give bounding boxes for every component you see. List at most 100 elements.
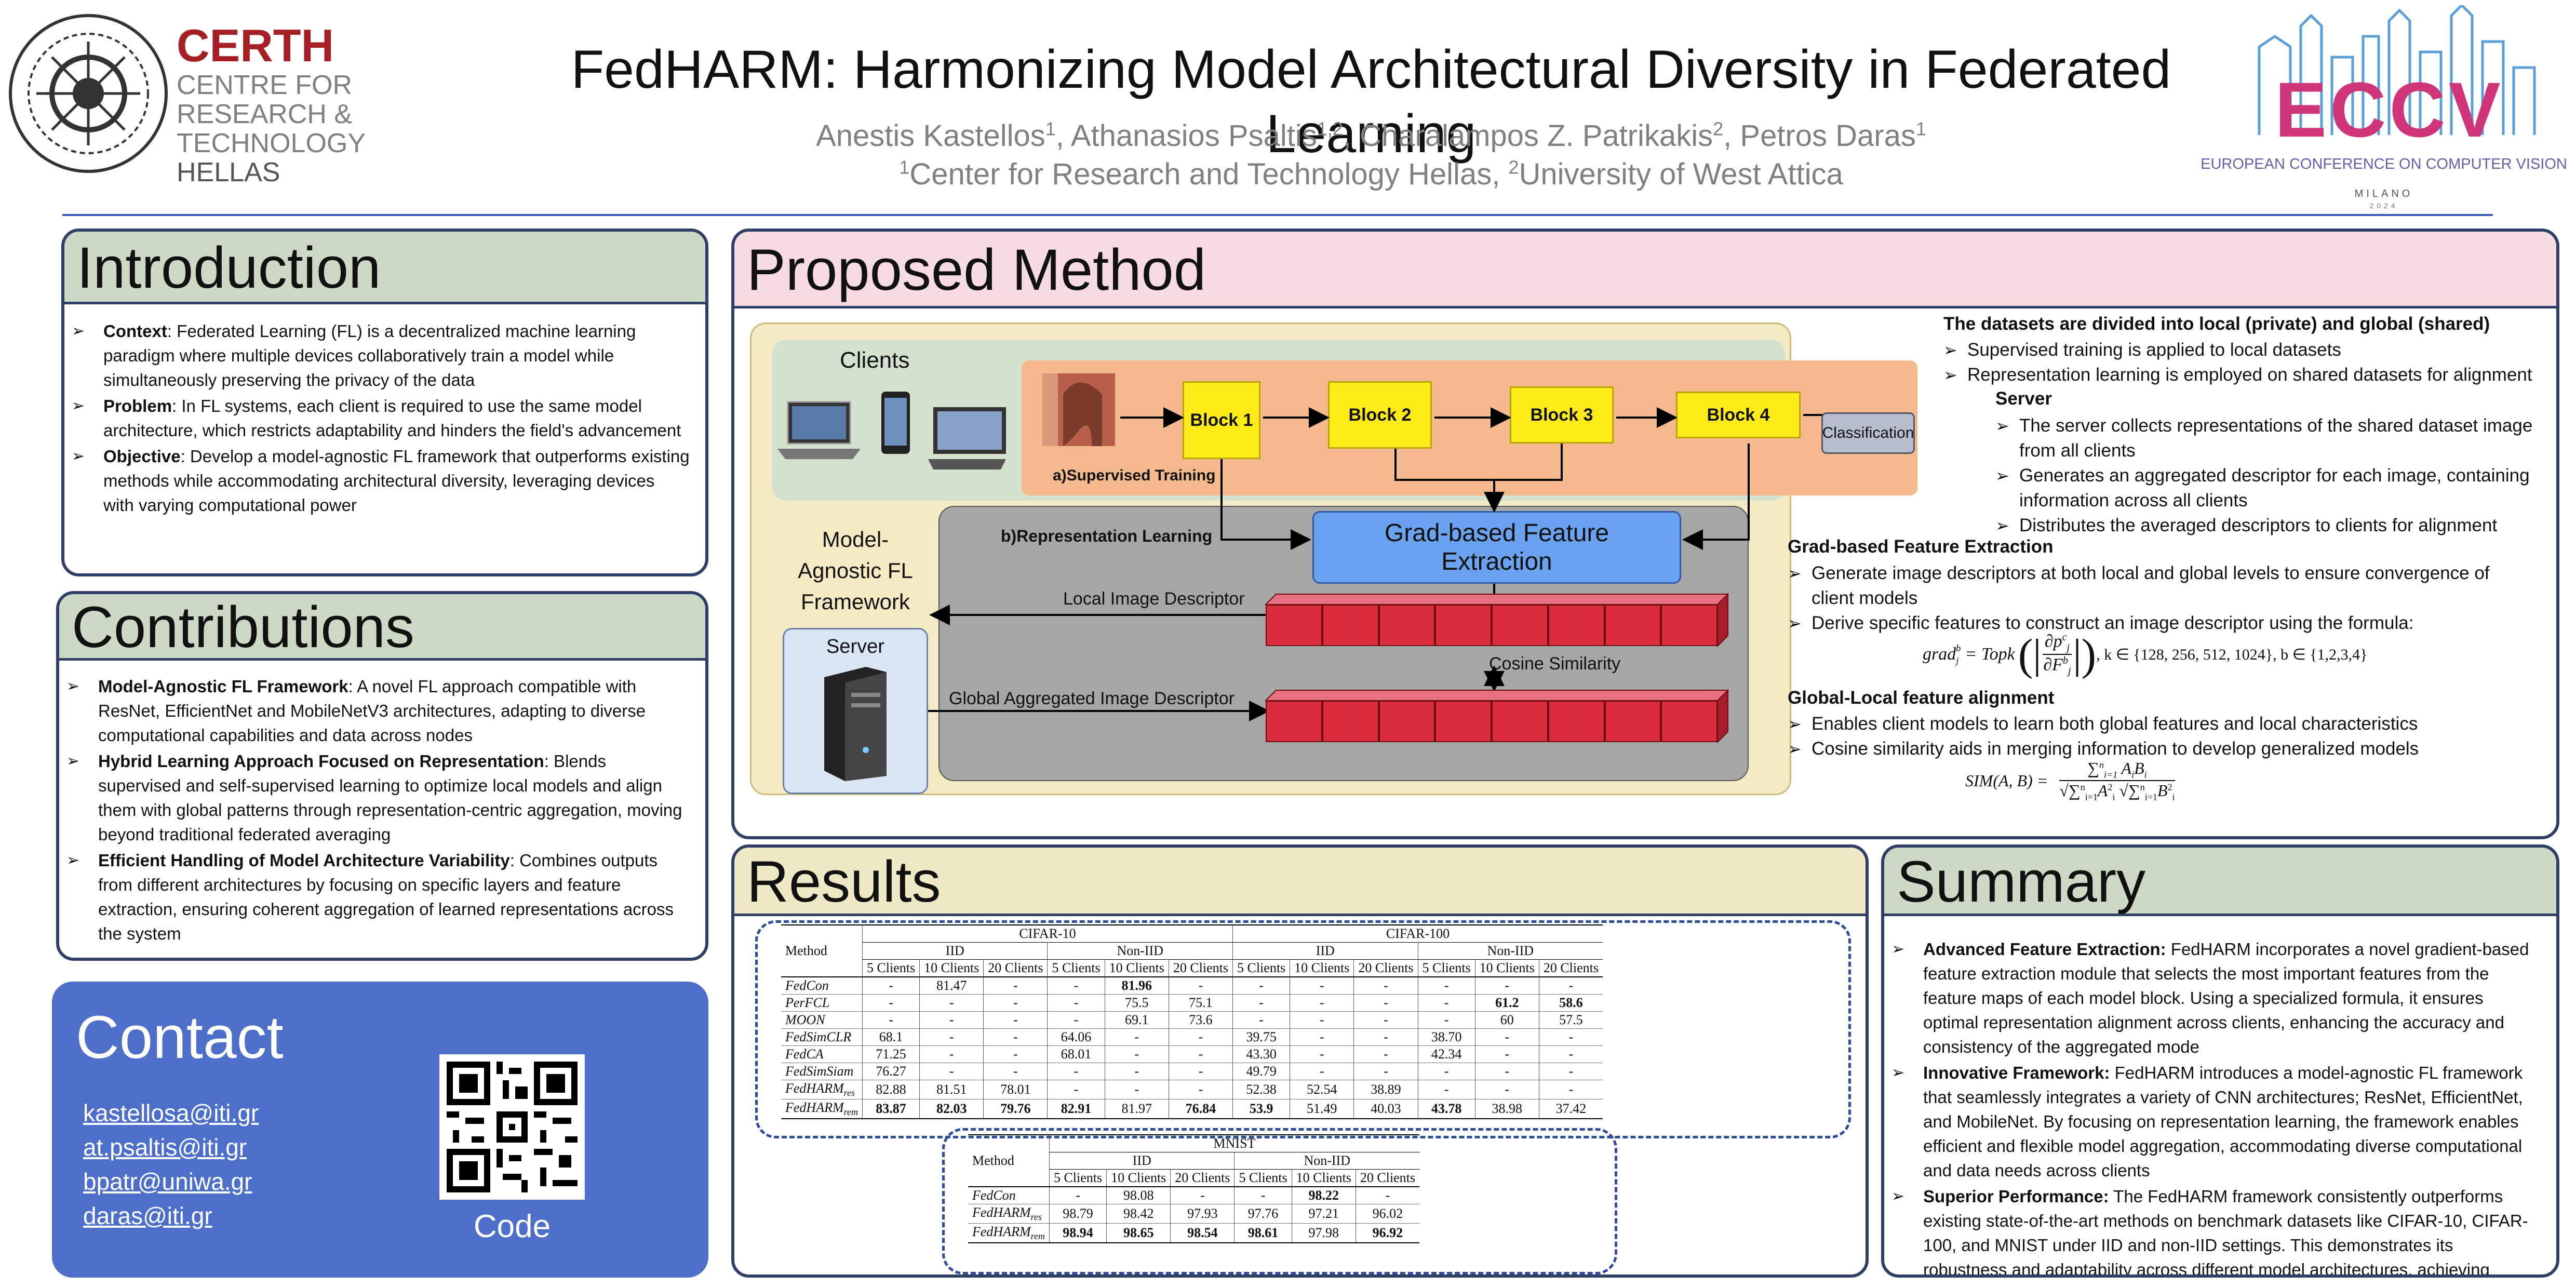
qr-code[interactable] bbox=[439, 1054, 585, 1200]
method-name: FedHARM bbox=[785, 1081, 844, 1096]
email-link[interactable]: daras@iti.gr bbox=[83, 1202, 212, 1229]
author-affiliation-mark: 1 bbox=[1045, 118, 1056, 140]
table-cell: - bbox=[919, 1063, 984, 1080]
introduction-list: Context: Federated Learning (FL) is a de… bbox=[64, 304, 705, 517]
table-cell: 38.70 bbox=[1417, 1028, 1475, 1046]
item-label: Advanced Feature Extraction: bbox=[1923, 940, 2166, 959]
eccv-subtitle: EUROPEAN CONFERENCE ON COMPUTER VISION bbox=[2201, 156, 2567, 172]
item-text: : A novel FL approach compatible with Re… bbox=[98, 677, 646, 745]
email-link[interactable]: bpatr@uniwa.gr bbox=[83, 1168, 252, 1195]
method-panel: Proposed Method Clients Block 1 Block 2 … bbox=[731, 229, 2559, 839]
list-item: The server collects representations of t… bbox=[1995, 413, 2556, 463]
table-cell: 81.97 bbox=[1104, 1099, 1169, 1120]
table-cell: 51.49 bbox=[1290, 1099, 1354, 1120]
table-cell: - bbox=[1047, 1079, 1105, 1099]
author-separator: , bbox=[1723, 119, 1740, 153]
table-cell: - bbox=[1538, 1028, 1603, 1046]
sim-sum-1: ∑ bbox=[2087, 759, 2099, 777]
sim-two-2: 2 bbox=[2167, 782, 2172, 793]
certh-line3: HELLAS bbox=[177, 157, 280, 187]
email-link[interactable]: at.psaltis@iti.gr bbox=[83, 1134, 247, 1161]
contact-email-list: kastellosa@iti.gr at.psaltis@iti.gr bpat… bbox=[83, 1096, 259, 1233]
method-cell: PerFCL bbox=[781, 994, 863, 1012]
certh-logo bbox=[5, 10, 171, 177]
list-item: Innovative Framework: FedHARM introduces… bbox=[1884, 1061, 2530, 1183]
table-cell: 97.98 bbox=[1291, 1223, 1356, 1244]
table-cell: 97.93 bbox=[1170, 1203, 1235, 1224]
method-cell: FedHARMrem bbox=[781, 1099, 863, 1120]
sim-idx-3: i=1 bbox=[2144, 791, 2157, 802]
table-cell: 40.03 bbox=[1353, 1099, 1418, 1120]
table-cell: - bbox=[1290, 994, 1354, 1012]
email-link[interactable]: kastellosa@iti.gr bbox=[83, 1099, 259, 1126]
certh-emblem-icon bbox=[9, 14, 168, 173]
list-item: Enables client models to learn both glob… bbox=[1788, 712, 2515, 736]
author-affiliation-mark: 1 bbox=[1915, 118, 1926, 140]
table-cell: 39.75 bbox=[1232, 1028, 1290, 1046]
table-cell: 96.02 bbox=[1355, 1203, 1419, 1224]
sim-idx-1: i=1 bbox=[2103, 769, 2118, 780]
table-cell: 98.54 bbox=[1170, 1223, 1235, 1244]
item-text: : Federated Learning (FL) is a decentral… bbox=[103, 321, 636, 390]
code-label: Code bbox=[473, 1209, 551, 1244]
split-header: IID bbox=[862, 942, 1048, 960]
table-cell: - bbox=[983, 1045, 1048, 1063]
table-cell: - bbox=[1232, 994, 1290, 1012]
affiliation-list: 1Center for Research and Technology Hell… bbox=[467, 157, 2275, 192]
table-cell: 98.65 bbox=[1106, 1223, 1171, 1244]
table-cell: - bbox=[1417, 976, 1475, 995]
table-cell: 37.42 bbox=[1538, 1099, 1603, 1120]
table-cell: 98.94 bbox=[1049, 1223, 1107, 1244]
table-cell: 98.22 bbox=[1291, 1186, 1356, 1204]
contact-panel: Contact kastellosa@iti.gr at.psaltis@iti… bbox=[52, 982, 708, 1278]
method-cell: MOON bbox=[781, 1011, 863, 1029]
clients-header: 5 Clients bbox=[862, 959, 920, 977]
clients-header: 10 Clients bbox=[1291, 1169, 1356, 1187]
table-cell: - bbox=[1474, 1028, 1539, 1046]
global-descriptor-label: Global Aggregated Image Descriptor bbox=[949, 689, 1235, 708]
affiliation-separator: , bbox=[1492, 157, 1509, 192]
sim-i-3: i bbox=[2112, 791, 2115, 802]
table-cell: - bbox=[1232, 976, 1290, 995]
table-cell: 98.42 bbox=[1106, 1203, 1171, 1224]
descriptor-cell bbox=[1661, 701, 1718, 742]
item-label: Context bbox=[103, 321, 167, 341]
table-cell: - bbox=[919, 1011, 984, 1029]
datasets-list: Supervised training is applied to local … bbox=[1943, 338, 2556, 387]
list-item: Representation learning is employed on s… bbox=[1943, 363, 2556, 387]
table-cell: - bbox=[1538, 976, 1603, 995]
table-cell: - bbox=[1104, 1045, 1169, 1063]
table-cell: - bbox=[1474, 1079, 1539, 1099]
sim-sum-3: ∑ bbox=[2128, 781, 2140, 800]
server-label: Server bbox=[826, 636, 884, 658]
sim-sum-2: ∑ bbox=[2068, 781, 2081, 800]
eccv-year: 2024 bbox=[2369, 202, 2398, 210]
item-label: Superior Performance: bbox=[1923, 1187, 2109, 1206]
classification-box: Classification bbox=[1821, 412, 1915, 454]
eccv-city: MILANO bbox=[2354, 188, 2413, 199]
table-cell: - bbox=[1290, 1063, 1354, 1080]
table-cell: 57.5 bbox=[1538, 1011, 1603, 1029]
clients-header: 5 Clients bbox=[1047, 959, 1105, 977]
table-cell: - bbox=[1353, 1011, 1418, 1029]
dataset-header: CIFAR-10 bbox=[862, 924, 1233, 943]
table-cell: - bbox=[1168, 1045, 1233, 1063]
dataset-header: MNIST bbox=[1049, 1134, 1419, 1152]
table-cell: 42.34 bbox=[1417, 1045, 1475, 1063]
formula-den-sup: b bbox=[2062, 655, 2068, 667]
table-cell: - bbox=[1353, 1063, 1418, 1080]
affiliation-name: Center for Research and Technology Hella… bbox=[909, 157, 1492, 192]
formula-den-sub: j bbox=[2068, 665, 2071, 677]
formula-sup: b bbox=[1956, 643, 1961, 654]
affiliation-mark: 1 bbox=[899, 157, 910, 178]
table-cell: - bbox=[1417, 1011, 1475, 1029]
item-text: The FedHARM framework consistently outpe… bbox=[1923, 1187, 2528, 1278]
table-cell: 82.91 bbox=[1047, 1099, 1105, 1120]
table-cell: 96.92 bbox=[1355, 1223, 1419, 1244]
